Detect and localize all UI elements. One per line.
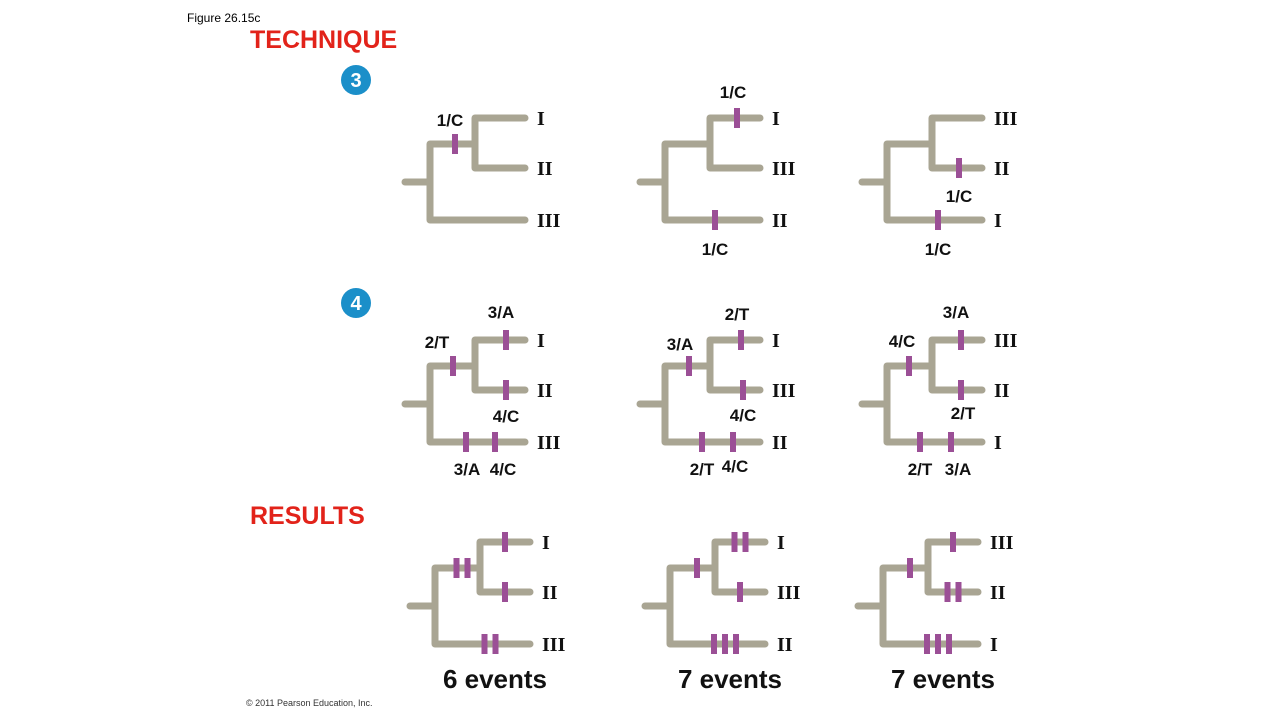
- step-number: 4: [350, 293, 362, 315]
- character-change: 2/T: [425, 333, 456, 376]
- tip-label: III: [772, 380, 796, 402]
- step-circle-icon: [341, 288, 371, 318]
- tree-branches: [636, 114, 764, 224]
- character-change: 4/C: [889, 332, 915, 376]
- step-number-badge: 4: [341, 288, 371, 318]
- event-label: 3/A: [667, 335, 693, 354]
- tip-label: I: [772, 330, 780, 352]
- tip-label: II: [772, 210, 788, 232]
- event-total: 6 events: [443, 664, 547, 694]
- tip-label: I: [772, 108, 780, 130]
- event-total: 7 events: [891, 664, 995, 694]
- character-change: 4/C: [722, 432, 748, 476]
- tip-label: I: [777, 532, 785, 554]
- tip-label: I: [990, 634, 998, 656]
- event-label: 1/C: [925, 240, 951, 259]
- event-label: 4/C: [889, 332, 915, 351]
- tip-label: II: [537, 380, 553, 402]
- character-change: 1/C: [437, 111, 463, 154]
- event-label: 3/A: [454, 460, 480, 479]
- technique-heading: TECHNIQUE: [250, 26, 397, 54]
- tip-label: II: [542, 582, 558, 604]
- tip-label: III: [772, 158, 796, 180]
- step-number: 3: [350, 70, 361, 92]
- tip-label: II: [772, 432, 788, 454]
- event-label: 3/A: [488, 303, 514, 322]
- tip-label: III: [537, 432, 561, 454]
- tree-branches: [401, 114, 529, 224]
- tip-label: II: [990, 582, 1006, 604]
- character-change: 1/C: [925, 210, 951, 259]
- tree-branches: [406, 538, 534, 648]
- tree-branches: [858, 114, 986, 224]
- event-total: 7 events: [678, 664, 782, 694]
- tree-branches: [641, 538, 769, 648]
- character-change: 3/A: [667, 335, 693, 376]
- tip-label: III: [990, 532, 1014, 554]
- character-change: 3/A: [454, 432, 480, 479]
- event-label: 1/C: [702, 240, 728, 259]
- tip-label: III: [994, 330, 1018, 352]
- character-change: 2/T: [725, 305, 750, 350]
- character-change: 1/C: [702, 210, 728, 259]
- tip-label: III: [994, 108, 1018, 130]
- event-label: 1/C: [720, 83, 746, 102]
- character-change: 2/T: [908, 432, 933, 479]
- step-number-badge: 3: [341, 65, 371, 95]
- character-change: 4/C: [730, 380, 756, 425]
- character-change: 2/T: [951, 380, 976, 423]
- results-heading: RESULTS: [250, 502, 365, 530]
- tip-label: II: [777, 634, 793, 656]
- character-change: 3/A: [943, 303, 969, 350]
- character-change: 1/C: [946, 158, 972, 206]
- tip-label: II: [994, 380, 1010, 402]
- event-label: 2/T: [908, 460, 933, 479]
- event-label: 2/T: [951, 404, 976, 423]
- tip-label: III: [537, 210, 561, 232]
- character-change: 1/C: [720, 83, 746, 128]
- tip-label: I: [542, 532, 550, 554]
- copyright-notice: © 2011 Pearson Education, Inc.: [246, 698, 373, 708]
- tip-label: I: [537, 330, 545, 352]
- event-label: 2/T: [690, 460, 715, 479]
- step-circle-icon: [341, 65, 371, 95]
- event-label: 3/A: [943, 303, 969, 322]
- event-label: 4/C: [490, 460, 516, 479]
- character-change: 4/C: [490, 432, 516, 479]
- tip-label: I: [994, 210, 1002, 232]
- event-label: 4/C: [730, 406, 756, 425]
- tip-label: III: [777, 582, 801, 604]
- event-label: 1/C: [946, 187, 972, 206]
- tip-label: II: [537, 158, 553, 180]
- tip-label: II: [994, 158, 1010, 180]
- event-label: 1/C: [437, 111, 463, 130]
- tip-label: I: [537, 108, 545, 130]
- event-label: 2/T: [725, 305, 750, 324]
- character-change: 4/C: [493, 380, 519, 426]
- character-change: 3/A: [945, 432, 971, 479]
- character-change: 2/T: [690, 432, 715, 479]
- character-change: 3/A: [488, 303, 514, 350]
- figure-label: Figure 26.15c: [187, 11, 260, 25]
- tip-label: I: [994, 432, 1002, 454]
- event-label: 2/T: [425, 333, 450, 352]
- tree-panels: 34IIIIIIIIIIIIIIIIII1/C1/C1/C1/C1/CIIIII…: [341, 65, 1018, 694]
- event-label: 4/C: [722, 457, 748, 476]
- event-label: 3/A: [945, 460, 971, 479]
- event-label: 4/C: [493, 407, 519, 426]
- tip-label: III: [542, 634, 566, 656]
